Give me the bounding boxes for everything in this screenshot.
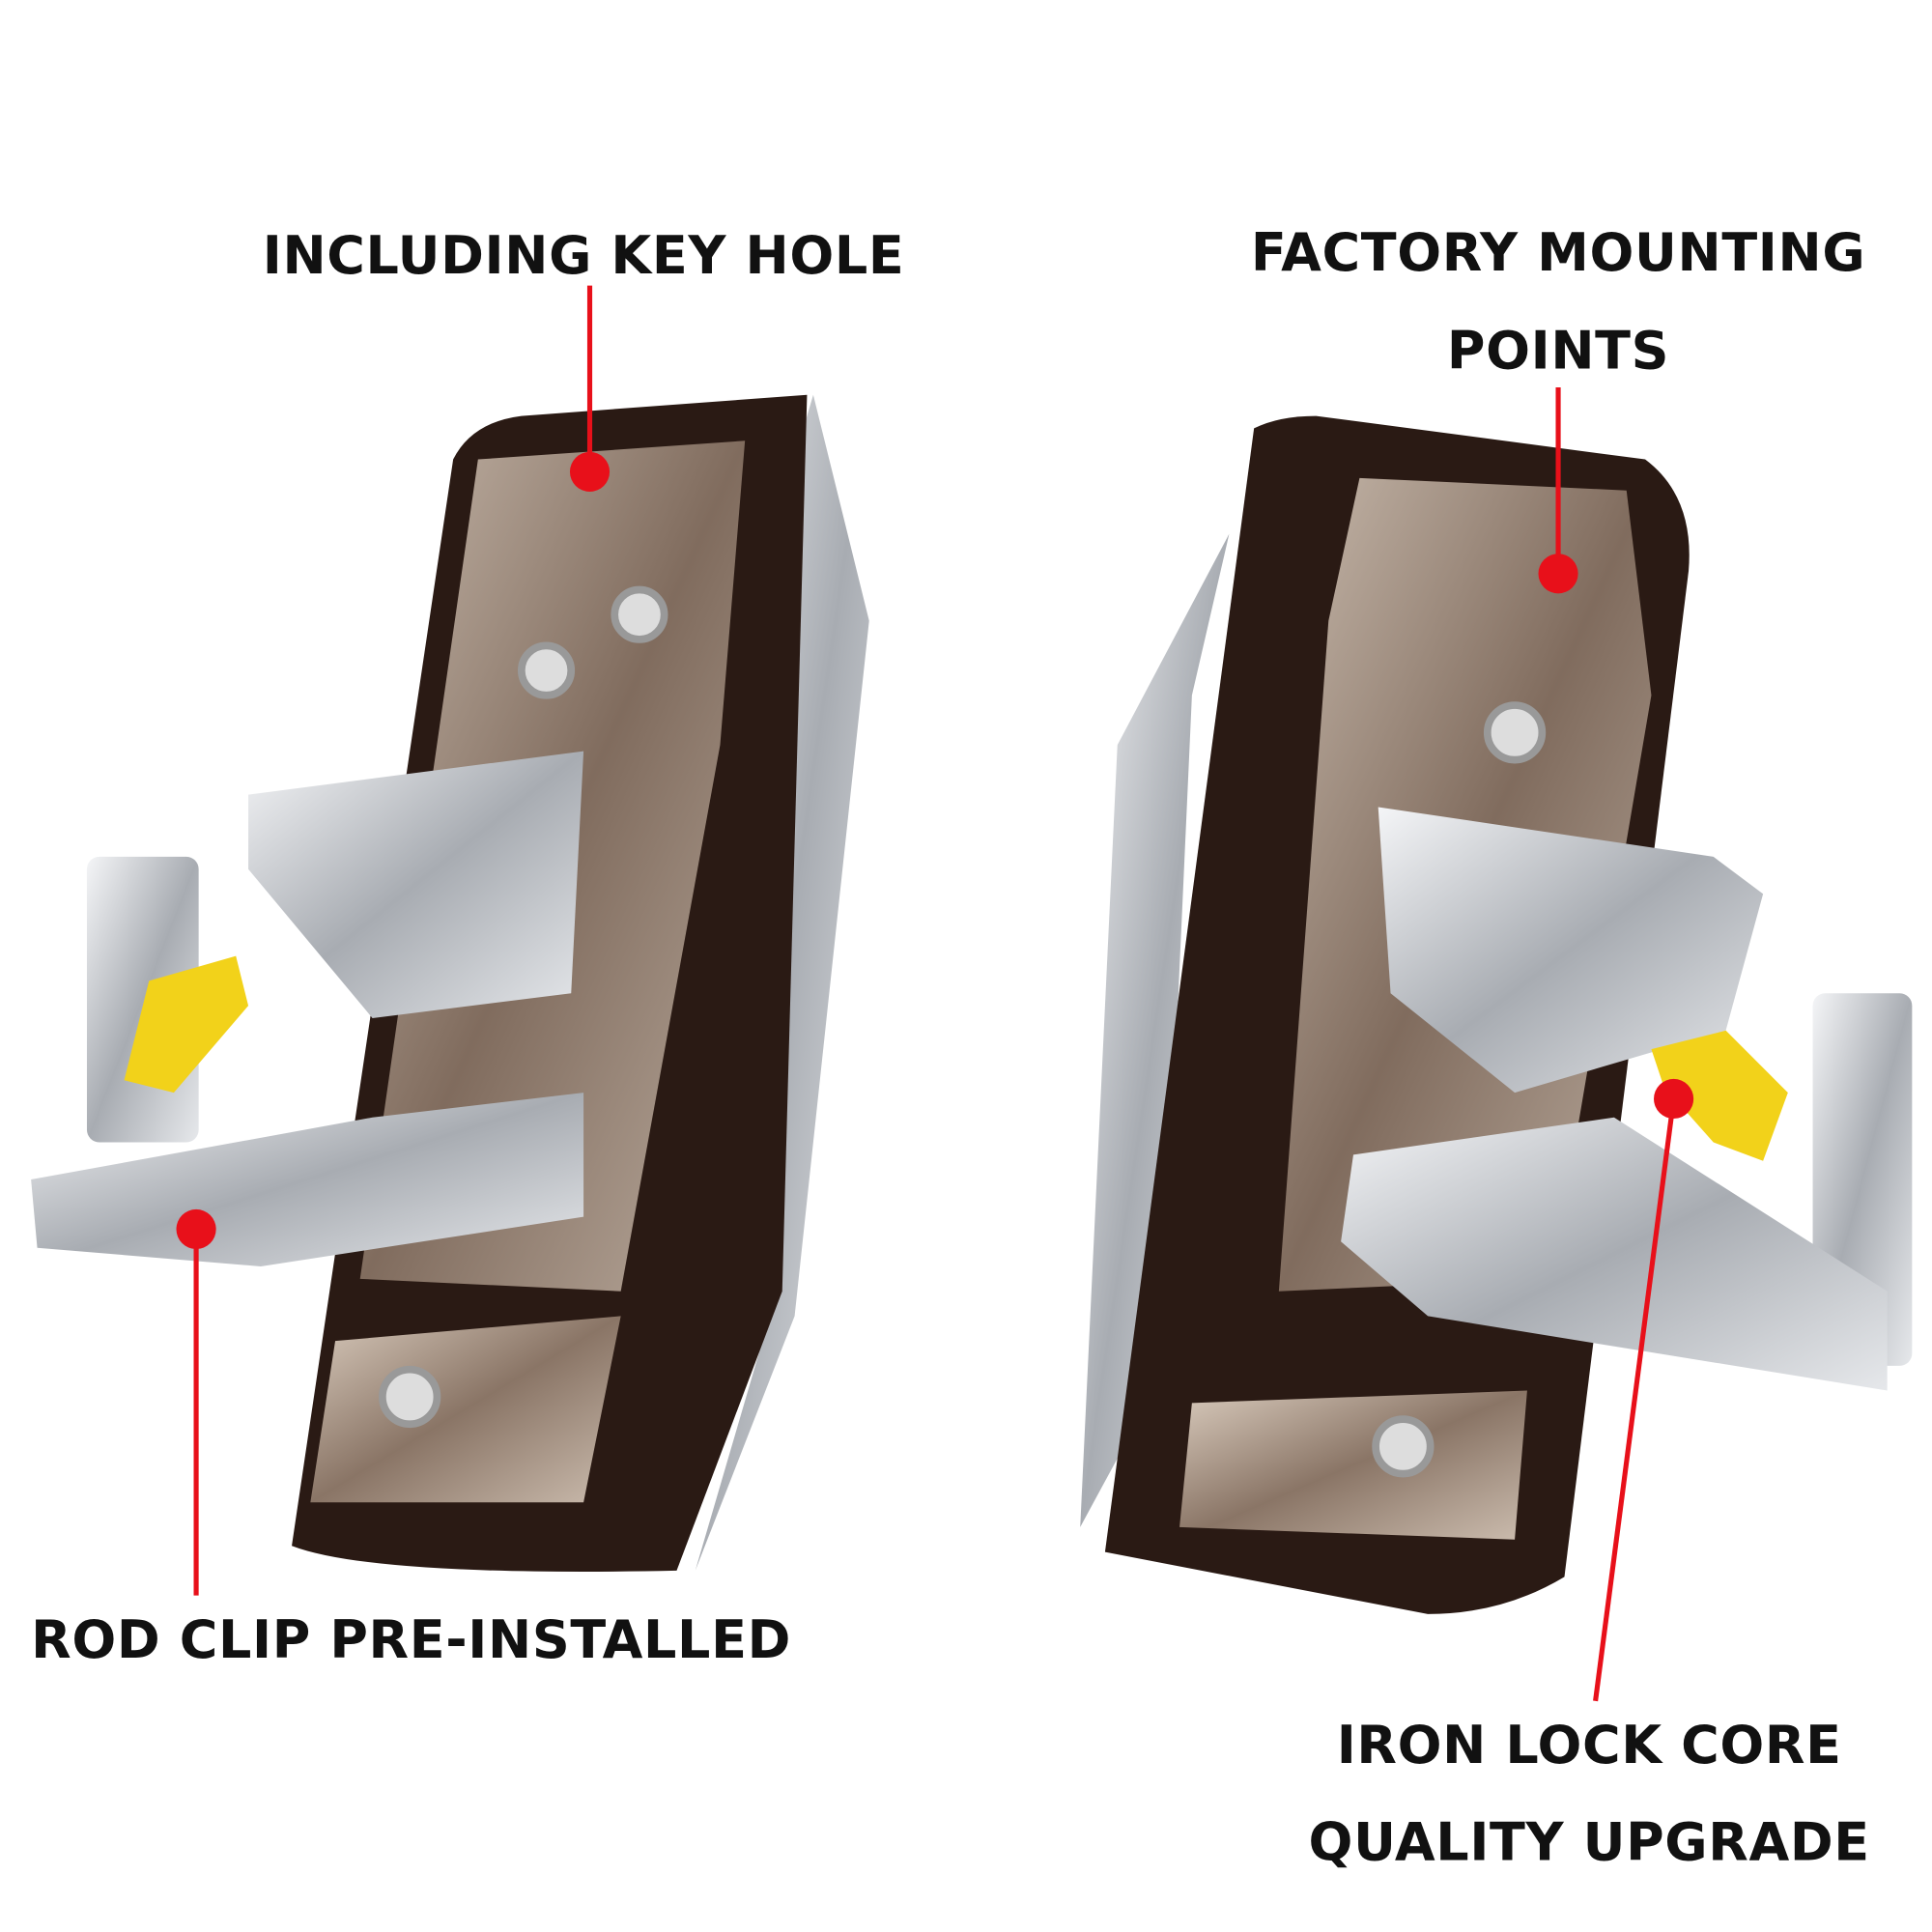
lock-core-pointer [1593,1078,1694,1702]
mounting-label-line1: FACTORY MOUNTING [1251,222,1865,283]
key-hole-pointer [569,285,611,492]
lock-core-label-line1: IRON LOCK CORE [1337,1715,1842,1776]
mounting-points-pointer [1538,387,1578,594]
key-hole-label: INCLUDING KEY HOLE [263,225,905,286]
lock-clip [1651,1030,1788,1161]
lock-core-label-line2: QUALITY UPGRADE [1309,1811,1870,1872]
rod-clip-label: ROD CLIP PRE-INSTALLED [31,1609,791,1670]
rod-clip [124,955,249,1094]
mounting-label-line2: POINTS [1447,321,1669,382]
rod-clip-pointer [176,1208,216,1596]
left-door-handle [31,394,869,1572]
right-door-handle [1080,415,1913,1614]
